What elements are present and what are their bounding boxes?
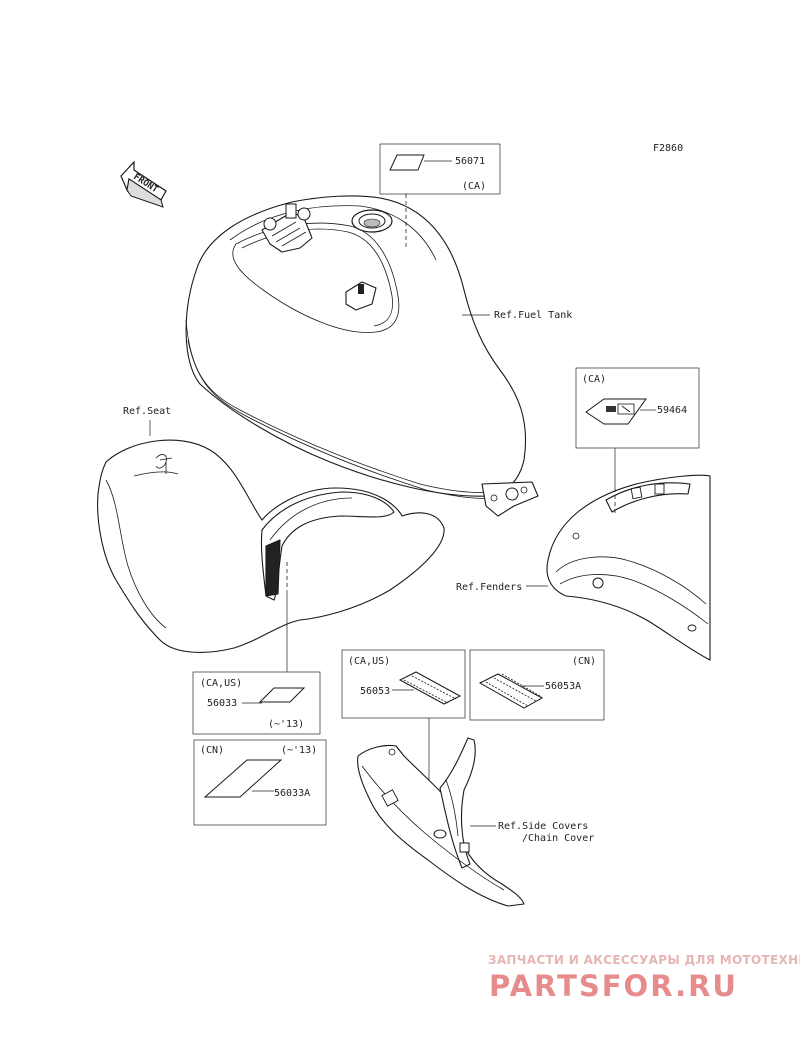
ref-chain-cover: /Chain Cover — [522, 833, 594, 844]
side-cover-chain-cover — [357, 737, 525, 907]
ref-fenders: Ref.Fenders — [456, 582, 522, 593]
region-56053: (CA,US) — [348, 656, 390, 667]
region-56033: (CA,US) — [200, 678, 242, 689]
region-56071: (CA) — [462, 181, 486, 192]
watermark: ЗАПЧАСТИ И АКСЕССУАРЫ ДЛЯ МОТОТЕХНИКИ PA… — [488, 953, 800, 1003]
ref-fuel-tank: Ref.Fuel Tank — [494, 310, 572, 321]
ref-side-covers: Ref.Side Covers — [498, 821, 588, 832]
years-56033a: (~'13) — [281, 745, 317, 756]
callout-56053: (CA,US) 56053 — [341, 649, 466, 780]
callout-56033: (CA,US) 56033 (~'13) — [192, 671, 321, 735]
front-arrow-icon: FRONT — [120, 160, 167, 208]
callout-56033a: (CN) (~'13) 56033A — [193, 739, 327, 826]
watermark-tagline: ЗАПЧАСТИ И АКСЕССУАРЫ ДЛЯ МОТОТЕХНИКИ — [488, 953, 800, 967]
fuel-tank — [185, 195, 539, 517]
region-59464: (CA) — [582, 374, 606, 385]
rear-fender — [546, 474, 711, 661]
part-number-56033: 56033 — [207, 698, 237, 709]
callout-56053a: (CN) 56053A — [469, 649, 605, 721]
part-number-56071: 56071 — [455, 156, 485, 167]
region-56053a: (CN) — [572, 656, 596, 667]
years-56033: (~'13) — [268, 719, 304, 730]
watermark-brand: PARTSFOR.RU — [489, 969, 738, 1003]
seat — [97, 439, 445, 653]
part-number-56053: 56053 — [360, 686, 390, 697]
part-number-59464: 59464 — [657, 405, 687, 416]
ref-seat: Ref.Seat — [123, 406, 171, 417]
callout-56071: 56071 (CA) — [379, 143, 501, 248]
part-number-56033a: 56033A — [274, 788, 310, 799]
region-56033a: (CN) — [200, 745, 224, 756]
part-number-56053a: 56053A — [545, 681, 581, 692]
figure-code: F2860 — [653, 143, 683, 154]
callout-59464: (CA) 59464 — [575, 367, 700, 514]
